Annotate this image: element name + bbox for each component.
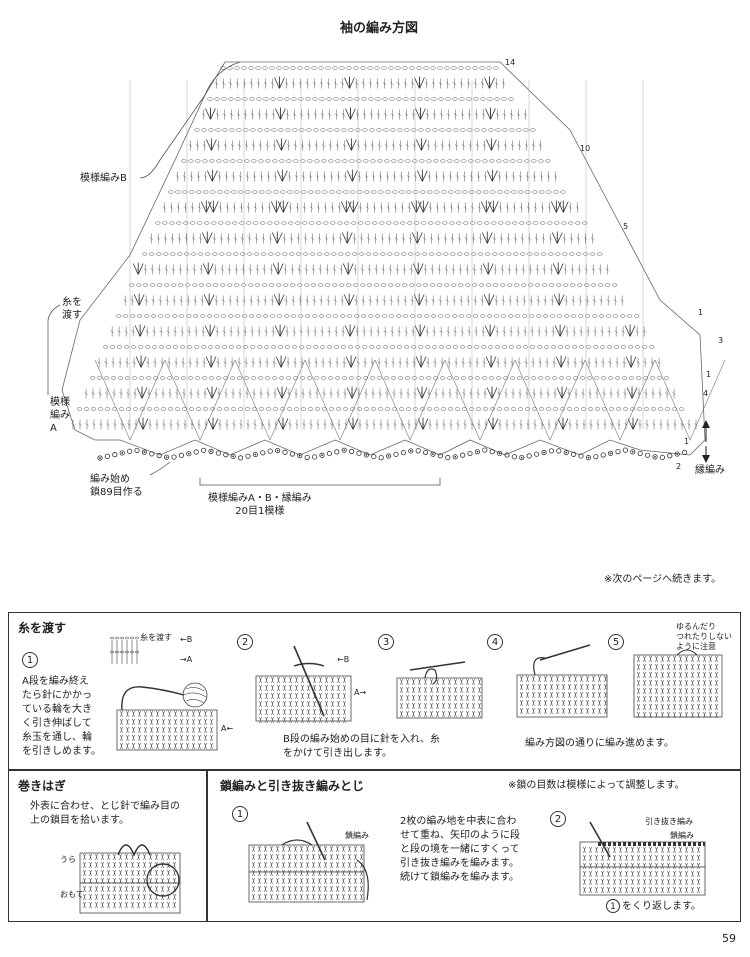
label-pattern-b: 模様編みB xyxy=(80,173,127,184)
step-3-number: 3 xyxy=(378,634,394,650)
chain-step-1-illustration xyxy=(248,821,369,903)
legend-b-label: ←B xyxy=(180,635,193,644)
diagram-title: 袖の編み方図 xyxy=(340,21,419,36)
label-pass-yarn: 糸を 渡す xyxy=(62,297,82,321)
row-label-1a: 1 xyxy=(698,308,704,317)
chart-stitches xyxy=(71,66,726,441)
chain-step-1-number: 1 xyxy=(232,806,248,822)
sleeve-crochet-chart xyxy=(47,61,726,486)
chain-slip-note: ※鎖の目数は模様によって調整します。 xyxy=(508,780,685,791)
step-5-note: ゆるんだり つれたりしない ように注意 xyxy=(676,622,732,651)
rolled-seam-box xyxy=(8,770,207,922)
hook-icon-4 xyxy=(539,644,591,661)
row-label-3: 3 xyxy=(718,336,724,345)
pass-yarn-heading: 糸を渡す xyxy=(18,621,67,635)
pass-yarn-legend-symbol xyxy=(109,636,140,664)
row-label-1b: 1 xyxy=(706,370,712,379)
chart-edge-row xyxy=(97,447,688,461)
step-1-text: A段を編み終え たら針にかかっ ている輪を大き く引き伸ばして 糸玉を通し、輪 … xyxy=(22,676,101,757)
chain-step-1-chain-label: 鎖編み xyxy=(345,831,369,840)
step-5-illustration xyxy=(633,649,723,719)
step-1-arrow-label: A← xyxy=(221,724,234,733)
label-back-side: うら xyxy=(60,855,76,864)
hook-icon-c1 xyxy=(306,821,326,861)
rolled-seam-illustration xyxy=(79,844,181,914)
bracket-pattern-b xyxy=(139,61,241,179)
chain-step-2-illustration xyxy=(579,821,706,896)
legend-a-label: →A xyxy=(180,655,193,664)
step-2-number: 2 xyxy=(237,634,253,650)
bracket-pattern-a xyxy=(47,304,61,395)
row-label-14: 14 xyxy=(505,58,516,67)
chain-slip-heading: 鎖編みと引き抜き編みとじ xyxy=(220,779,365,793)
chain-step-2-chain-label: 鎖編み xyxy=(670,831,694,840)
chart-outline xyxy=(61,61,706,456)
caption-steps-2-3: B段の編み始めの目に針を入れ、糸 をかけて引き出します。 xyxy=(283,734,440,759)
bracket-repeat xyxy=(199,478,441,486)
hook-icon xyxy=(293,645,325,717)
chain-step-1-text: 2枚の編み地を中表に合わ せて重ね、矢印のように段 と段の境を一緒にすくって 引… xyxy=(400,816,520,883)
continue-note: ※次のページへ続きます。 xyxy=(604,574,722,585)
step-2-illustration xyxy=(255,645,352,724)
label-front-side: おもて xyxy=(60,890,84,899)
bracket-start xyxy=(149,461,171,476)
label-pattern-a: 模様 編み A xyxy=(50,397,70,434)
step-4-illustration xyxy=(516,644,608,718)
caption-steps-4-5: 編み方図の通りに編み進めます。 xyxy=(525,738,674,749)
row-label-10: 10 xyxy=(580,144,591,153)
step-2-a-label: A→ xyxy=(354,688,367,697)
page-number: 59 xyxy=(722,932,736,945)
step-1-number: 1 xyxy=(22,652,38,668)
legend-pass-label: 糸を渡す xyxy=(140,633,172,642)
step-4-number: 4 xyxy=(487,634,503,650)
chain-step-2-number: 2 xyxy=(550,811,566,827)
yarn-ball-icon xyxy=(182,682,208,708)
pass-yarn-box xyxy=(8,612,741,770)
chain-step-2-caption-number: 1 xyxy=(606,899,620,913)
needle-loop-icon xyxy=(146,863,180,897)
step-2-b-label: ←B xyxy=(337,655,350,664)
step-1-illustration xyxy=(116,682,218,751)
label-start: 編み始め 鎖89目作る xyxy=(90,474,143,498)
row-label-1c: 1 xyxy=(684,437,690,446)
chain-step-2-slip-label: 引き抜き編み xyxy=(645,817,693,826)
hook-icon-c2 xyxy=(589,821,611,858)
rolled-seam-text: 外表に合わせ、とじ針で編み目の 上の鎖目を拾います。 xyxy=(30,801,180,826)
chain-slip-box xyxy=(207,770,741,922)
row-label-2: 2 xyxy=(676,462,682,471)
row-label-4: 4 xyxy=(703,389,709,398)
label-edge: 縁編み xyxy=(695,465,725,476)
step-5-number: 5 xyxy=(608,634,624,650)
rolled-seam-heading: 巻きはぎ xyxy=(18,779,67,793)
label-repeat: 模様編みA・B・縁編み 20目1模様 xyxy=(208,493,312,517)
hook-icon-3 xyxy=(409,661,466,671)
step-3-illustration xyxy=(396,661,483,719)
row-label-5: 5 xyxy=(623,222,629,231)
chain-step-2-caption: をくり返します。 xyxy=(622,901,701,912)
